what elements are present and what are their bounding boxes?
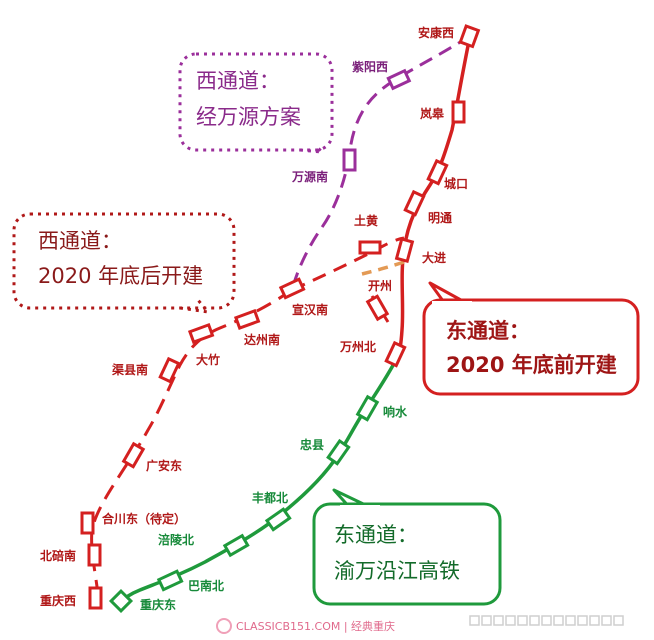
marker-chongqingxi — [88, 586, 103, 610]
callout-west-2020: 西通道： 2020 年底后开建 — [12, 212, 236, 315]
label-zhongxian: 忠县 — [300, 437, 324, 452]
marker-ankangxi — [458, 24, 481, 49]
marker-beibeinan — [87, 543, 102, 567]
corner-squares — [469, 615, 624, 626]
station-markers-purple — [342, 68, 412, 172]
marker-tuhuang — [358, 240, 382, 255]
marker-wanyuannan — [342, 148, 357, 172]
label-ziyangxi: 紫阳西 — [352, 59, 388, 74]
label-daijin: 大进 — [422, 250, 446, 265]
marker-dazhounan — [233, 308, 261, 330]
kaizhou-orange-spur — [361, 260, 405, 276]
station-markers-green — [108, 394, 380, 614]
label-fulingbei: 涪陵北 — [158, 532, 194, 547]
watermark: CLASSICB151.COM | 经典重庆 — [216, 618, 395, 634]
marker-chengkou — [426, 158, 449, 186]
label-fengdubei: 丰都北 — [252, 490, 288, 505]
label-quxiannan: 渠县南 — [112, 362, 148, 377]
callout-west-wanyuan: 西通道： 经万源方案 — [178, 52, 334, 154]
label-xiangshui: 响水 — [383, 404, 408, 419]
label-ankangxi: 安康西 — [418, 25, 454, 40]
west-channel-red-dashed-line — [90, 288, 293, 596]
callout-east-2020-line1: 东通道： — [446, 319, 530, 343]
label-beibeinan: 北碚南 — [40, 548, 76, 563]
label-langao: 岚皋 — [420, 106, 445, 121]
label-chengkou: 城口 — [444, 176, 468, 191]
marker-xiangshui — [355, 394, 380, 422]
marker-wanzhoubei — [384, 340, 407, 368]
watermark-logo-icon — [216, 618, 232, 634]
marker-quxiannan — [158, 356, 181, 384]
marker-zhongxian — [326, 438, 351, 466]
label-kaizhou: 开州 — [368, 279, 392, 293]
label-xuanhannan: 宣汉南 — [292, 302, 328, 317]
marker-kaizhou — [365, 294, 390, 322]
marker-daijin — [394, 237, 415, 264]
marker-fulingbei — [222, 533, 250, 558]
marker-dazhu — [187, 322, 215, 344]
label-tuhuang: 土黄 — [354, 213, 378, 228]
callout-west-2020-line1: 西通道： — [38, 229, 122, 253]
label-dazhu: 大竹 — [196, 352, 220, 367]
marker-langao — [451, 100, 466, 124]
marker-banabei — [156, 569, 184, 592]
callout-east-yuwan-line1: 东通道： — [334, 523, 418, 547]
marker-ziyangxi — [386, 68, 412, 91]
link-red-dashed-line — [291, 236, 405, 292]
callout-west-2020-line2: 2020 年底后开建 — [38, 264, 203, 288]
marker-chongqingdong — [108, 588, 134, 614]
label-dazhounan: 达州南 — [244, 332, 280, 347]
callout-east-2020: 东通道： 2020 年底前开建 — [422, 281, 640, 396]
callout-west-wanyuan-line1: 西通道： — [196, 69, 280, 93]
marker-hechuandong — [80, 511, 95, 535]
marker-fengdubei — [264, 507, 292, 532]
label-hechuandong: 合川东（待定） — [102, 511, 186, 526]
label-guanganddong: 广安东 — [146, 458, 182, 473]
label-chongqingdong: 重庆东 — [140, 597, 176, 612]
label-mingtong: 明通 — [428, 210, 452, 225]
label-wanzhoubei: 万州北 — [339, 339, 376, 354]
west-channel-purple-line — [290, 34, 471, 291]
watermark-text: CLASSICB151.COM | 经典重庆 — [236, 619, 395, 633]
label-wanyuannan: 万源南 — [291, 169, 328, 184]
label-chongqingxi: 重庆西 — [40, 593, 76, 608]
callout-east-yuwan-line2: 渝万沿江高铁 — [334, 559, 460, 583]
callout-east-2020-line2: 2020 年底前开建 — [446, 353, 617, 377]
label-banabei: 巴南北 — [188, 578, 224, 593]
marker-guanganddong — [121, 441, 146, 469]
marker-mingtong — [403, 189, 426, 217]
callout-east-yuwan: 东通道： 渝万沿江高铁 — [312, 488, 502, 606]
station-markers-red — [80, 24, 481, 610]
marker-xuanhannan — [278, 277, 306, 300]
callout-west-wanyuan-line2: 经万源方案 — [196, 105, 301, 129]
